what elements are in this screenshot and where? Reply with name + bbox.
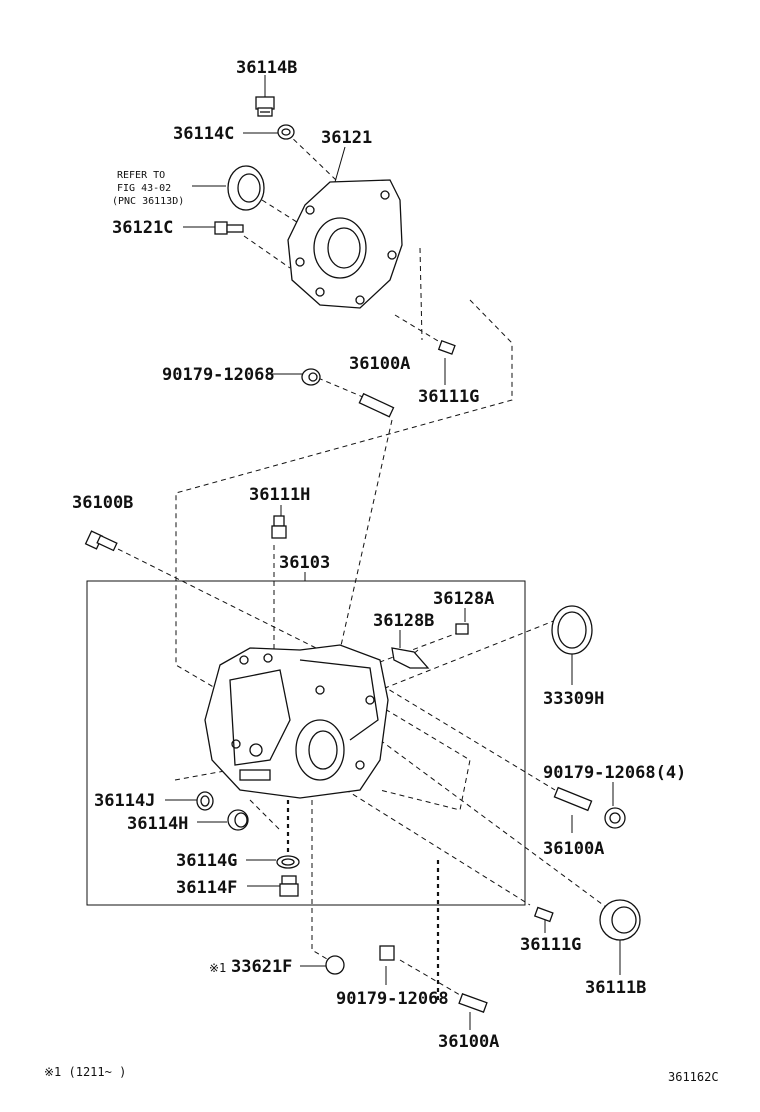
refer-note-line1: REFER TO xyxy=(117,170,165,181)
label-90179-12068-top: 90179-12068 xyxy=(162,365,275,385)
label-36114G: 36114G xyxy=(176,851,237,871)
plug-36114F-icon xyxy=(279,875,299,897)
plug-36114H-icon xyxy=(227,809,249,831)
bracket-36128B-icon xyxy=(391,647,430,669)
plug-33621F-icon xyxy=(325,955,345,975)
nut-90179-bottom-icon xyxy=(379,945,395,961)
stud-36100A-bottom-icon xyxy=(458,993,488,1013)
pin-36111G-bottom-icon xyxy=(533,906,554,923)
label-90179-12068-bottom: 90179-12068 xyxy=(336,989,449,1009)
extension-housing-36121-icon xyxy=(287,179,403,309)
solid-leader-lines xyxy=(165,75,621,1030)
footer-note: ※1 (1211~ ) xyxy=(44,1065,126,1079)
nut-90179-right-icon xyxy=(604,807,626,829)
gasket-36114J-icon xyxy=(196,791,214,811)
nut-90179-top-icon xyxy=(301,368,321,386)
label-36100A-top: 36100A xyxy=(349,354,410,374)
oil-seal-refer-icon xyxy=(227,165,265,211)
oil-seal-36111B-icon xyxy=(599,899,641,941)
plug-36114B-icon xyxy=(255,96,275,117)
label-36111G-bottom: 36111G xyxy=(520,935,581,955)
label-36128B: 36128B xyxy=(373,611,434,631)
label-33621F-mark: ※1 xyxy=(209,961,226,975)
seal-ring-33309H-icon xyxy=(551,605,593,655)
label-36114B: 36114B xyxy=(236,58,297,78)
figure-code: 361162C xyxy=(668,1070,719,1084)
label-36121: 36121 xyxy=(321,128,372,148)
gasket-36114C-icon xyxy=(277,124,295,140)
label-36128A: 36128A xyxy=(433,589,494,609)
label-36100A-right: 36100A xyxy=(543,839,604,859)
stud-36100A-top-icon xyxy=(358,392,395,418)
bolt-36128A-icon xyxy=(455,623,469,635)
bolt-36100B-icon xyxy=(84,530,118,552)
label-36114J: 36114J xyxy=(94,791,155,811)
refer-note-line2: FIG 43-02 xyxy=(117,183,171,194)
bolt-36121C-icon xyxy=(214,221,244,235)
label-36114C: 36114C xyxy=(173,124,234,144)
label-36100A-bottom: 36100A xyxy=(438,1032,499,1052)
label-36111H: 36111H xyxy=(249,485,310,505)
label-36111B: 36111B xyxy=(585,978,646,998)
switch-36111H-icon xyxy=(271,515,287,539)
gasket-36114G-icon xyxy=(276,855,300,869)
label-33621F: 33621F xyxy=(231,957,292,977)
label-36114F: 36114F xyxy=(176,878,237,898)
dashed-leader-lines xyxy=(109,132,611,996)
label-36103: 36103 xyxy=(279,553,330,573)
stud-36100A-right-icon xyxy=(553,786,593,812)
pin-36111G-top-icon xyxy=(437,340,456,355)
label-36111G-top: 36111G xyxy=(418,387,479,407)
label-33309H: 33309H xyxy=(543,689,604,709)
assembly-frame xyxy=(86,580,526,906)
refer-note-line3: (PNC 36113D) xyxy=(112,196,184,207)
transfer-case-36103-icon xyxy=(204,644,389,799)
label-36100B: 36100B xyxy=(72,493,133,513)
label-36114H: 36114H xyxy=(127,814,188,834)
label-36121C: 36121C xyxy=(112,218,173,238)
label-90179-12068-4: 90179-12068(4) xyxy=(543,763,686,783)
